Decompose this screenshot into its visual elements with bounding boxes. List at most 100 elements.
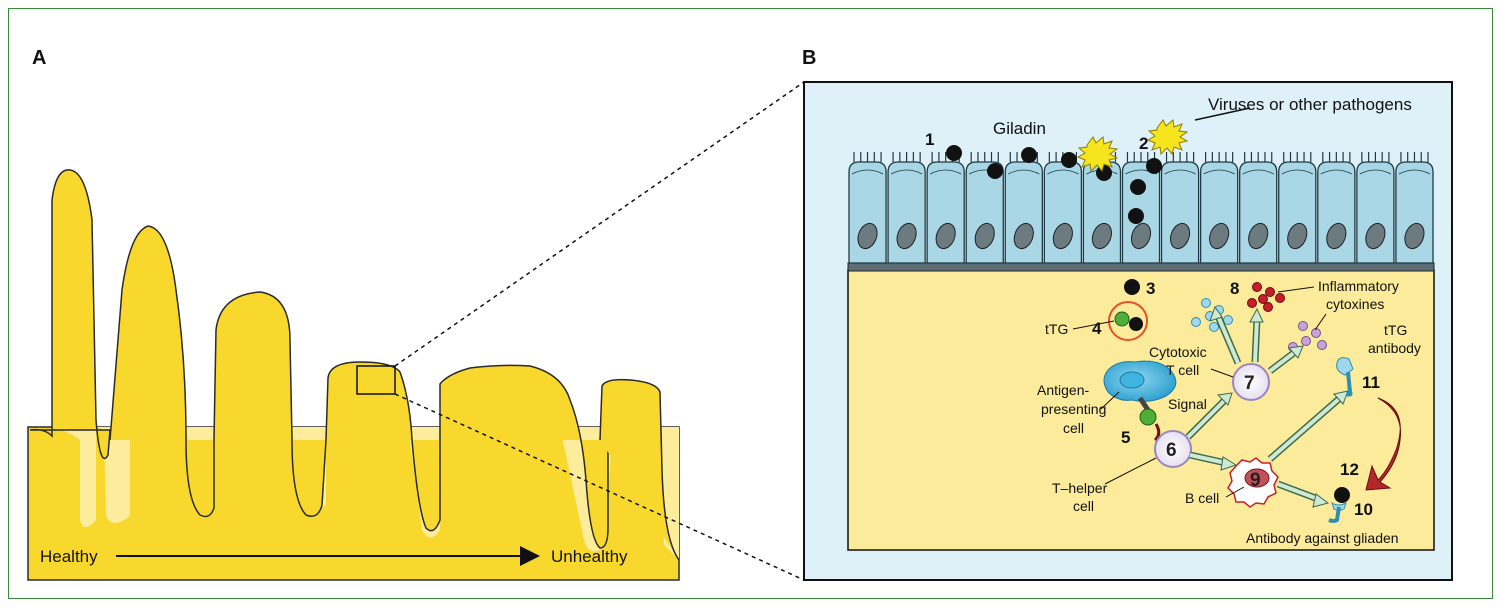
epithelial-cell (1199, 152, 1239, 264)
inflammatory-label-2: cytoxines (1326, 296, 1384, 312)
step-6: 6 (1166, 440, 1177, 461)
epithelium (848, 152, 1434, 264)
gliadin-particle (1129, 317, 1143, 331)
crypt-1 (52, 427, 96, 527)
cell-nucleus (1091, 222, 1112, 250)
cytotoxic-label-2: T cell (1166, 362, 1199, 378)
step-8: 8 (1230, 279, 1239, 298)
epithelial-cell (887, 152, 926, 264)
ttg-antibody-stem (1345, 371, 1353, 397)
epithelial-cell (1278, 152, 1317, 264)
cell-nucleus (1209, 222, 1230, 250)
gliadin-particle (1146, 158, 1162, 174)
b-cell-label: B cell (1185, 490, 1219, 506)
antigen-leader (1100, 391, 1120, 410)
signal-label: Signal (1168, 396, 1207, 412)
villus-2 (109, 225, 215, 518)
villus-5 (439, 364, 609, 549)
ttg-enzyme (1114, 311, 1130, 327)
cell-nucleus (857, 222, 878, 250)
giladin-label: Giladin (993, 119, 1046, 138)
gliadin-particle (1130, 179, 1146, 195)
zoom-line-top (394, 81, 805, 367)
zoom-line-bottom (394, 393, 805, 581)
inflammatory-leader-1 (1277, 286, 1315, 293)
epithelial-cell (1317, 152, 1356, 264)
figure-frame (8, 8, 1493, 599)
gliadin-particle (1334, 487, 1350, 503)
epithelial-cell (1160, 152, 1200, 264)
cell-nucleus (974, 222, 995, 250)
ttg-leader-line (1072, 320, 1115, 330)
step-3: 3 (1146, 279, 1155, 298)
panel-a-letter: A (32, 47, 46, 69)
cell-nucleus (1248, 222, 1269, 250)
panel-b-letter: B (802, 47, 816, 69)
ttg-complex-ring (1108, 301, 1148, 341)
cell-nucleus (1287, 222, 1308, 250)
curved-arrow-icon (1365, 397, 1402, 491)
gliadin-particle (946, 145, 962, 161)
cell-nucleus (1013, 222, 1034, 250)
epithelial-cell (1356, 152, 1395, 264)
pathogen-icon (1146, 119, 1189, 156)
cytotoxic-leader (1210, 368, 1234, 378)
gliaden-antibody-icon (1331, 501, 1347, 511)
cytotoxic-t-cell (1232, 363, 1270, 401)
t-helper-leader (1104, 457, 1157, 485)
step-7: 7 (1244, 373, 1255, 394)
step-1: 1 (925, 130, 934, 149)
cytokines-red (1247, 282, 1285, 312)
cell-nucleus (1365, 222, 1386, 250)
ttg-antibody-label-1: tTG (1384, 322, 1407, 338)
b-cell-leader (1225, 486, 1245, 498)
step-2: 2 (1139, 134, 1148, 153)
villus-3 (213, 291, 327, 517)
cell-nucleus (896, 222, 917, 250)
gliadin-particle (1061, 152, 1077, 168)
pathogens-label: Viruses or other pathogens (1208, 95, 1412, 114)
gliadin-particles (946, 145, 1162, 224)
pathogen-icon (1076, 136, 1119, 173)
basement-membrane (847, 262, 1435, 272)
gliadin-particle (1128, 208, 1144, 224)
t-helper-label-2: cell (1073, 498, 1094, 514)
cytotoxic-label-1: Cytotoxic (1149, 344, 1207, 360)
step-9: 9 (1250, 470, 1261, 491)
ttg-antibody-label-2: antibody (1368, 340, 1421, 356)
ttg-enzyme (1139, 408, 1157, 426)
step-11: 11 (1362, 373, 1380, 392)
epithelial-cell (1043, 152, 1083, 264)
antigen-label-2: presenting (1041, 401, 1106, 417)
epithelial-cell (1395, 152, 1434, 264)
antigen-label-3: cell (1063, 420, 1084, 436)
apc-nucleus (1119, 371, 1145, 389)
gliadin-particle (1021, 147, 1037, 163)
epithelial-cell (848, 152, 887, 264)
step-12: 12 (1340, 460, 1359, 479)
unhealthy-label: Unhealthy (551, 547, 628, 566)
panel-a: A Healthy Unhealthy (27, 47, 680, 581)
zoom-box (356, 365, 396, 395)
cell-nucleus (1326, 222, 1347, 250)
lamina-propria (847, 269, 1435, 551)
step-4: 4 (1092, 319, 1102, 338)
villus-4 (325, 361, 441, 532)
b-cell-nucleus (1244, 468, 1270, 488)
panel-b: B Viruses or other pathogens Giladin 1 2 (802, 47, 1453, 581)
gliadin-particle (1124, 279, 1140, 295)
healthy-label: Healthy (40, 547, 98, 566)
process-arrows (1185, 305, 1349, 508)
gliadin-particle (987, 163, 1003, 179)
epithelial-cell (965, 152, 1004, 264)
cell-nucleus (1404, 222, 1425, 250)
step-5: 5 (1121, 428, 1130, 447)
epithelial-cell (1082, 152, 1122, 264)
ttg-label: tTG (1045, 321, 1068, 337)
inflammatory-leader-2 (1314, 313, 1327, 331)
signal-connector (1153, 423, 1161, 442)
epithelial-cell (926, 152, 965, 264)
ttg-antibody-icon (1336, 357, 1354, 376)
step-10: 10 (1354, 500, 1373, 519)
